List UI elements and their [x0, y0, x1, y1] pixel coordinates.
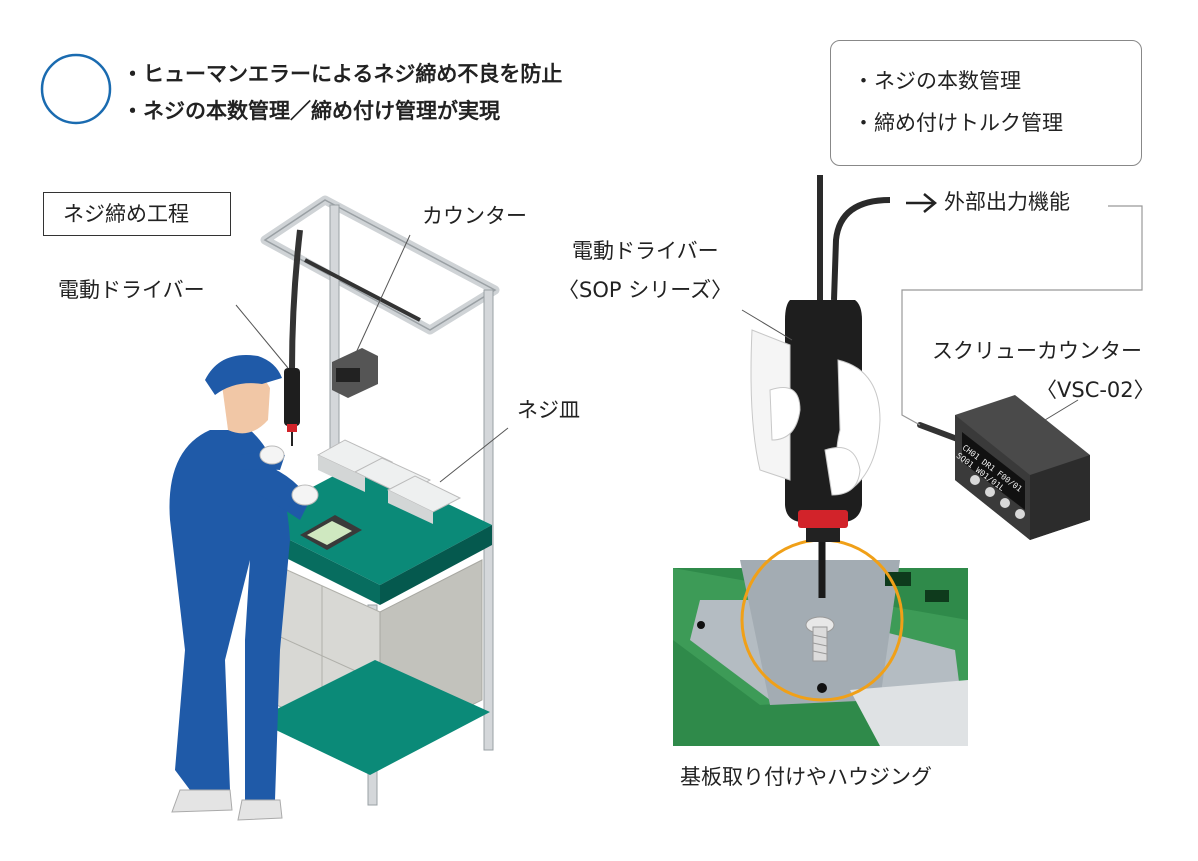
summary-point-2: ・ネジの本数管理／締め付け管理が実現 [122, 99, 500, 123]
tray-leader-line [439, 427, 509, 483]
screw-tray-label: ネジ皿 [517, 398, 580, 422]
board-caption: 基板取り付けやハウジング [680, 765, 932, 789]
process-label: ネジ締め工程 [63, 202, 189, 226]
vsc-label-line2: 〈VSC-02〉 [1036, 378, 1155, 402]
summary-point-1: ・ヒューマンエラーによるネジ締め不良を防止 [122, 62, 563, 86]
driver-closeup-illustration [673, 175, 968, 746]
output-connector-line [901, 205, 1143, 426]
sop-driver-label-line1: 電動ドライバー [572, 239, 719, 263]
output-arrow-head [923, 193, 937, 213]
sop-driver-leader-line [741, 309, 793, 341]
driver-label: 電動ドライバー [58, 278, 205, 302]
driver-leader-line [235, 304, 289, 369]
feature-item-2: ・締め付けトルク管理 [853, 111, 1063, 135]
summary-circle [40, 53, 112, 125]
external-output-label: 外部出力機能 [944, 190, 1070, 214]
feature-item-1: ・ネジの本数管理 [853, 69, 1021, 93]
counter-label: カウンター [422, 204, 527, 228]
sop-driver-label-line2: 〈SOP シリーズ〉 [558, 278, 733, 302]
process-label-box: ネジ締め工程 [43, 192, 231, 236]
screw-counter-device [917, 395, 1090, 540]
vsc-leader-line [1044, 399, 1079, 421]
feature-box: ・ネジの本数管理 ・締め付けトルク管理 [830, 40, 1142, 166]
workstation-illustration [169, 195, 500, 821]
vsc-label-line1: スクリューカウンター [932, 339, 1142, 363]
counter-leader-line [354, 234, 411, 356]
